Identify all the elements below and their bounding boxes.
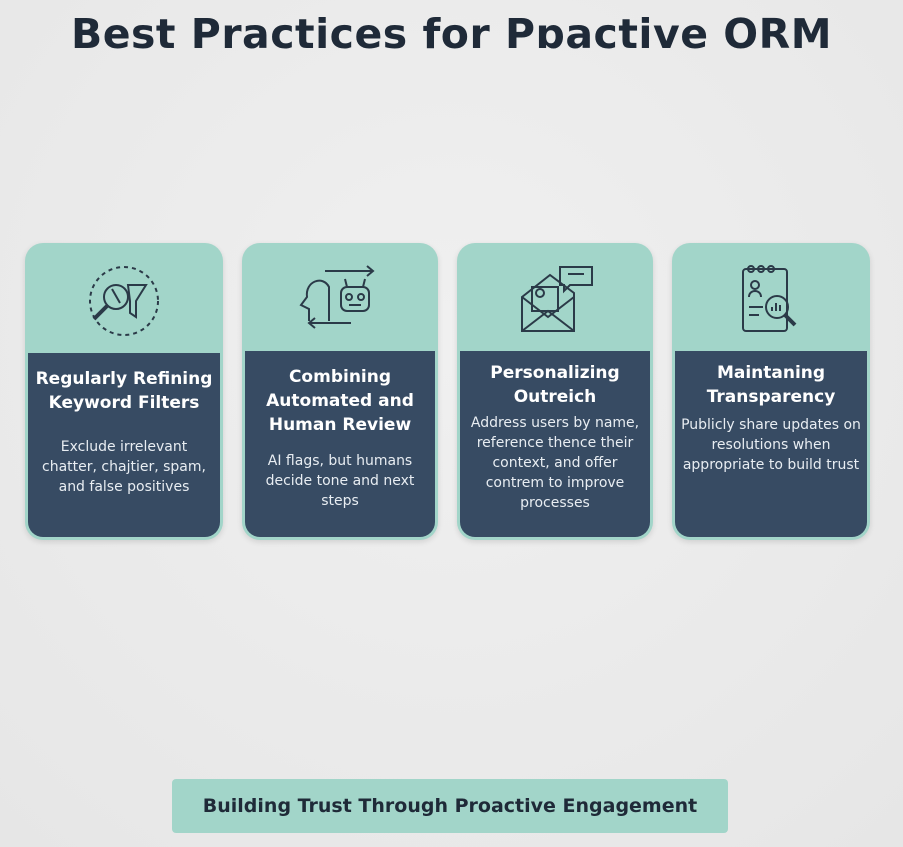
page-title: Best Practices for Pɒactive ORM — [70, 10, 833, 58]
card-body: Publicly share updates on resolutions wh… — [681, 417, 861, 473]
card-heading: Maintaning Transparency — [706, 363, 836, 407]
card-heading: Combining Automated and Human Review — [266, 367, 414, 435]
card-maintaining-transparency: Maintaning Transparency Publicly share u… — [672, 243, 870, 540]
magnifier-filter-icon — [25, 261, 223, 341]
envelope-message-icon — [457, 261, 653, 341]
human-robot-icon — [242, 261, 438, 341]
card-body: AI flags, but humans decide tone and nex… — [265, 453, 415, 509]
card-heading: Personalizing Outreich — [490, 363, 620, 407]
card-personalizing-outreach: Personalizing Outreich Address users by … — [457, 243, 653, 540]
card-keyword-filters: Regularly Refining Keyword Filters Exclu… — [25, 243, 223, 540]
report-magnifier-icon — [672, 261, 870, 341]
card-heading: Regularly Refining Keyword Filters — [35, 369, 213, 413]
card-automated-human-review: Combining Automated and Human Review AI … — [242, 243, 438, 540]
card-body: Exclude irrelevant chatter, chajtier, sp… — [42, 439, 206, 495]
card-body: Address users by name, reference thence … — [470, 415, 640, 511]
footer-banner: Building Trust Through Proactive Engagem… — [172, 779, 728, 833]
